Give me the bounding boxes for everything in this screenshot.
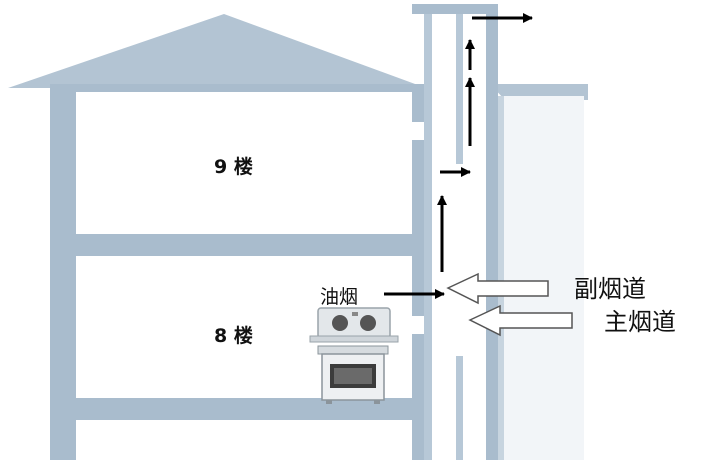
flue-right-wall <box>486 14 498 460</box>
floor-slab-9 <box>50 234 428 256</box>
stove-cabinet-icon <box>317 345 389 404</box>
sub-flue-partition-upper <box>456 14 463 164</box>
main-flue-label: 主烟道 <box>604 308 676 336</box>
oil-smoke-label: 油烟 <box>320 286 358 308</box>
floor-8-label: 8 楼 <box>214 324 253 347</box>
roof <box>8 14 426 88</box>
left-outer-wall <box>50 84 76 460</box>
main-flue-pointer <box>468 304 573 337</box>
floor-slab-8 <box>50 398 428 420</box>
sub-flue-pointer <box>446 272 549 305</box>
sub-flue-partition-lower <box>456 356 463 460</box>
range-hood-icon <box>309 307 399 343</box>
ceiling-slab <box>50 84 428 92</box>
flue-left-wall <box>424 14 432 460</box>
right-outer-wall-edge <box>498 96 504 460</box>
flue-cap <box>412 4 498 14</box>
floor-9-label: 9 楼 <box>214 155 253 178</box>
sub-flue-label: 副烟道 <box>574 275 646 303</box>
right-outer-wall <box>498 96 584 460</box>
